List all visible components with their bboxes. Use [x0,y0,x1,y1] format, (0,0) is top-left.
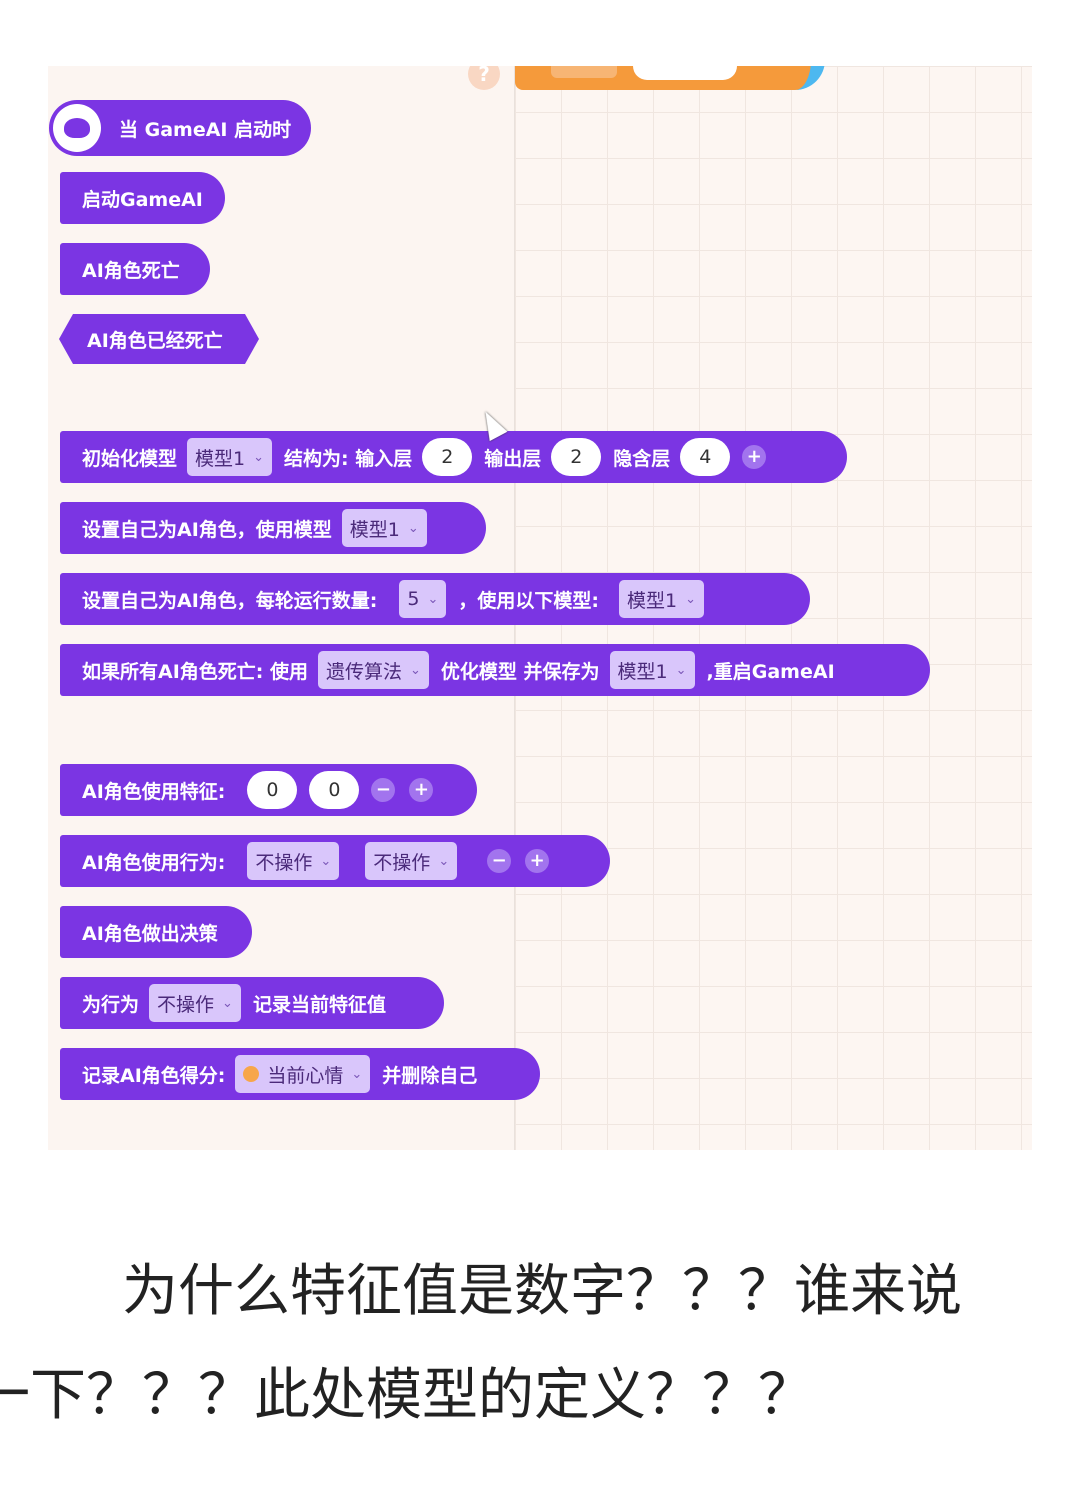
input-layer-field[interactable]: 2 [422,438,473,476]
block-label: AI角色使用特征: [82,780,226,803]
block-label: 当 GameAI 启动时 [119,118,292,141]
block-ai-decide[interactable]: AI角色做出决策 [60,906,252,958]
chevron-down-icon: ⌄ [685,591,696,607]
question-line-1: 为什么特征值是数字？？？谁来说 [122,1259,962,1324]
chevron-down-icon: ⌄ [320,853,332,869]
output-layer-field[interactable]: 2 [551,438,602,476]
block-label: 设置自己为AI角色，使用模型 [82,518,332,541]
chevron-down-icon: ⌄ [438,853,450,869]
chevron-down-icon: ⌄ [407,520,419,536]
action-dropdown[interactable]: 不操作⌄ [149,984,241,1022]
chevron-down-icon: ⌄ [351,1066,363,1082]
block-record-score[interactable]: 记录AI角色得分: 当前心情⌄ 并删除自己 [60,1048,540,1100]
block-label: ，使用以下模型: [458,589,599,612]
block-label: AI角色使用行为: [82,851,226,874]
chevron-down-icon: ⌄ [675,662,687,678]
feature-value-field[interactable]: 0 [247,771,298,809]
block-init-model[interactable]: 初始化模型 模型1⌄ 结构为: 输入层 2 输出层 2 隐含层 4 + [60,431,847,483]
block-label: AI角色死亡 [82,259,180,282]
chevron-down-icon: ⌄ [222,995,233,1011]
post-question: 为什么特征值是数字？？？谁来说 一下？？？此处模型的定义？？？ [0,1240,1032,1448]
variable-icon [243,1066,260,1082]
block-if-all-dead[interactable]: 如果所有AI角色死亡: 使用 遗传算法⌄ 优化模型 并保存为 模型1⌄ ,重启G… [60,644,930,696]
block-label: 初始化模型 [82,447,178,470]
chevron-down-icon: ⌄ [427,591,439,607]
block-label: 启动GameAI [82,188,203,211]
variable-dropdown[interactable]: 当前心情⌄ [235,1055,371,1093]
block-ai-dead[interactable]: AI角色死亡 [60,243,210,295]
algorithm-dropdown[interactable]: 遗传算法⌄ [318,651,429,689]
block-input-partial [633,66,737,80]
model-dropdown[interactable]: 模型1⌄ [618,580,704,618]
block-when-gameai-starts[interactable]: 当 GameAI 启动时 [49,100,311,156]
block-label: 如果所有AI角色死亡: 使用 [82,660,308,683]
plus-icon[interactable]: + [742,445,767,469]
block-label: ,重启GameAI [706,660,835,683]
block-set-ai-model[interactable]: 设置自己为AI角色，使用模型 模型1⌄ [60,502,486,554]
block-label: AI角色做出决策 [82,922,218,945]
block-label: 记录当前特征值 [252,993,386,1016]
block-start-gameai[interactable]: 启动GameAI [60,172,225,224]
block-label: 输出层 [484,447,542,470]
chevron-down-icon: ⌄ [253,449,265,465]
block-input-partial [551,66,617,78]
block-ai-is-dead[interactable]: AI角色已经死亡 [59,314,259,364]
code-workspace: ? 当 GameAI 启动时 启动GameAI AI角色死亡 AI角色已经死亡 … [48,66,1032,1150]
count-dropdown[interactable]: 5⌄ [399,580,447,618]
block-record-features[interactable]: 为行为 不操作⌄ 记录当前特征值 [60,977,444,1029]
action-dropdown[interactable]: 不操作⌄ [247,842,340,880]
gameai-logo-icon [53,104,101,152]
block-label: 优化模型 并保存为 [440,660,600,683]
block-ai-actions[interactable]: AI角色使用行为: 不操作⌄ 不操作⌄ − + [60,835,610,887]
canvas-block-partial[interactable] [515,66,825,90]
hidden-layer-field[interactable]: 4 [680,438,731,476]
block-set-ai-batch[interactable]: 设置自己为AI角色，每轮运行数量: 5⌄ ，使用以下模型: 模型1⌄ [60,573,810,625]
model-dropdown[interactable]: 模型1⌄ [341,509,427,547]
block-ai-features[interactable]: AI角色使用特征: 0 0 − + [60,764,477,816]
plus-icon[interactable]: + [409,778,434,802]
chevron-down-icon: ⌄ [410,662,421,678]
action-dropdown[interactable]: 不操作⌄ [365,842,458,880]
question-line-2: 一下？？？此处模型的定义？？？ [0,1363,814,1428]
feature-value-field[interactable]: 0 [309,771,360,809]
minus-icon[interactable]: − [371,778,396,802]
block-label: 设置自己为AI角色，每轮运行数量: [82,589,378,612]
model-dropdown[interactable]: 模型1⌄ [609,651,695,689]
model-dropdown[interactable]: 模型1⌄ [187,438,273,476]
block-label: 并删除自己 [382,1064,478,1087]
plus-icon[interactable]: + [525,849,550,873]
block-label: 记录AI角色得分: [82,1064,226,1087]
block-label: 隐含层 [613,447,671,470]
block-label: AI角色已经死亡 [87,329,223,352]
block-label: 结构为: 输入层 [284,447,413,470]
block-label: 为行为 [82,993,140,1016]
minus-icon[interactable]: − [487,849,512,873]
